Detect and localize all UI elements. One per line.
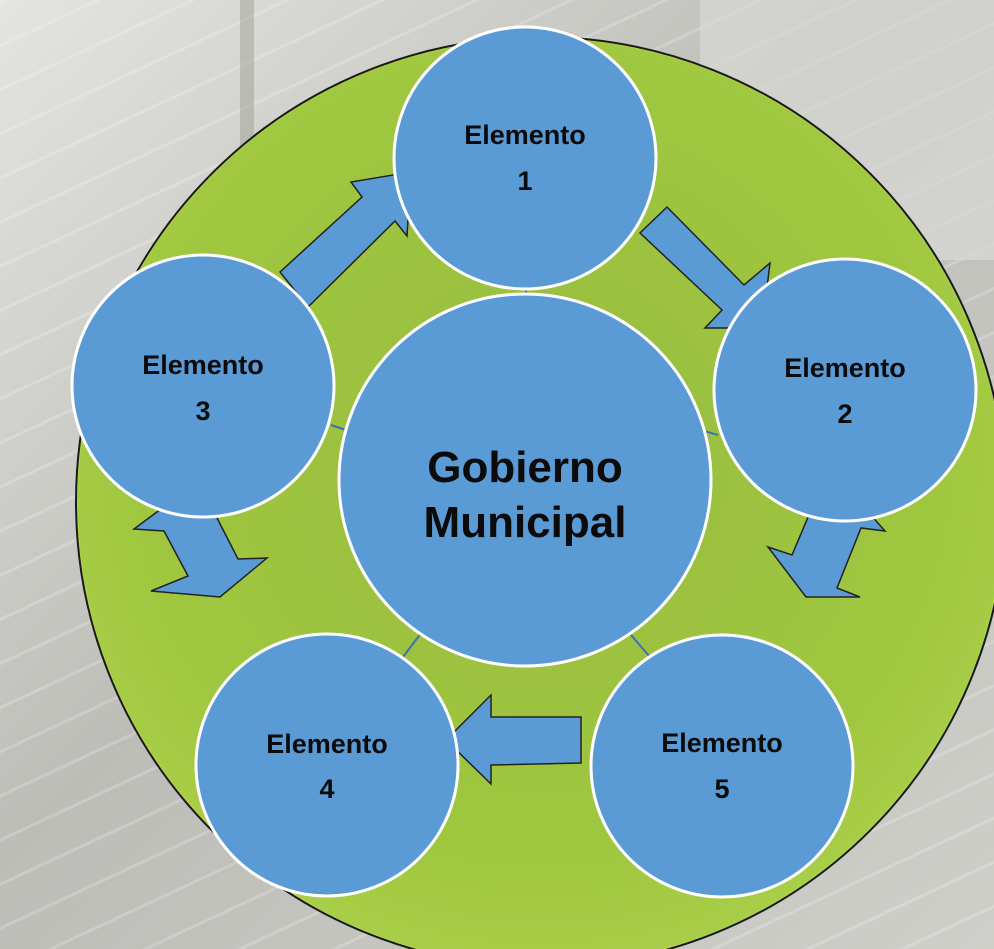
node-1-label-line2: 1 — [517, 166, 532, 196]
node-5-label-line2: 5 — [714, 774, 729, 804]
node-element-2: Elemento 2 — [712, 257, 978, 523]
node-5-label-line1: Elemento — [661, 728, 783, 758]
node-3-label-line2: 3 — [195, 396, 210, 426]
node-1-label-line1: Elemento — [464, 120, 586, 150]
node-element-5: Elemento 5 — [589, 633, 855, 899]
node-4-label-line1: Elemento — [266, 729, 388, 759]
center-node-circle — [337, 292, 713, 668]
node-2-circle — [712, 257, 978, 523]
node-5-circle — [589, 633, 855, 899]
node-2-label-line1: Elemento — [784, 353, 906, 383]
node-element-1: Elemento 1 — [392, 25, 658, 291]
center-node-label-line1: Gobierno — [427, 443, 623, 492]
node-element-3: Elemento 3 — [70, 253, 336, 519]
center-node-label-line2: Municipal — [424, 498, 627, 547]
node-4-circle — [194, 632, 460, 898]
node-3-label-line1: Elemento — [142, 350, 264, 380]
node-3-circle — [70, 253, 336, 519]
arrow-5-to-4 — [444, 693, 582, 786]
node-1-circle — [392, 25, 658, 291]
node-element-4: Elemento 4 — [194, 632, 460, 898]
node-2-label-line2: 2 — [837, 399, 852, 429]
center-node: Gobierno Municipal — [337, 292, 713, 668]
node-4-label-line2: 4 — [319, 774, 334, 804]
